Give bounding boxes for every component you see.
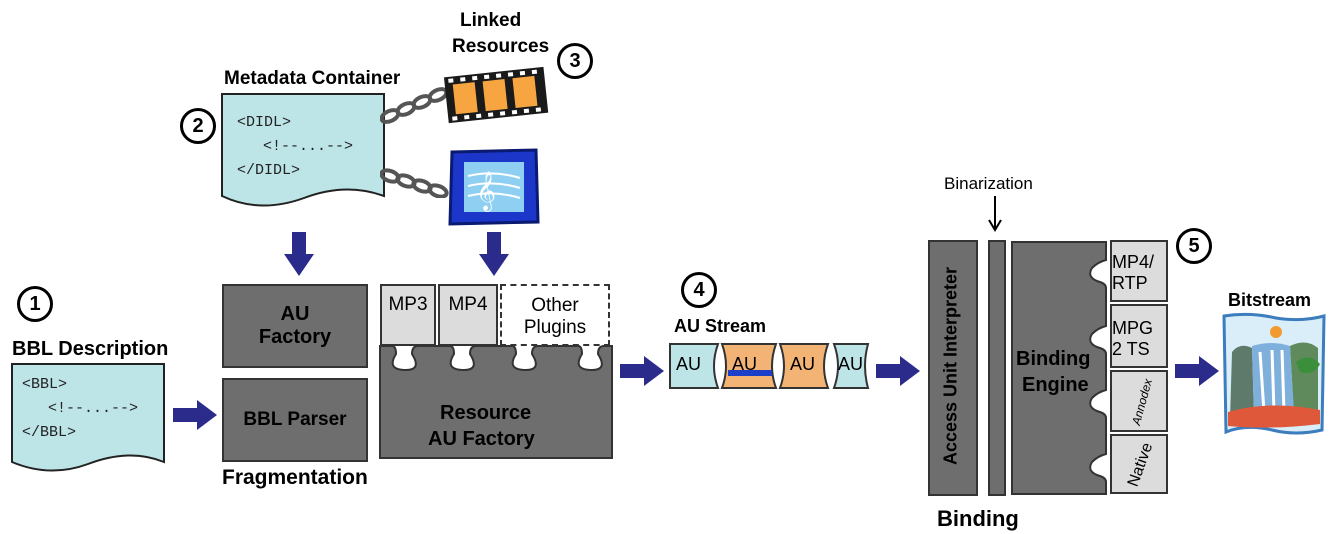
au-stream-units — [669, 343, 870, 389]
binding-plugin-annodex — [1110, 370, 1168, 432]
film-strip-icon — [443, 66, 549, 124]
resource-au-factory-label-line-1: Resource — [440, 402, 532, 424]
metadata-container-title: Metadata Container — [224, 68, 401, 89]
au-unit-2-label: AU — [732, 354, 758, 374]
plugin-other: Other Plugins — [500, 284, 610, 346]
binarization-bar — [988, 240, 1006, 496]
plugin-mp4: MP4 — [438, 284, 498, 346]
step-1-badge: 1 — [17, 286, 53, 322]
binding-plugin-mpg2ts: MPG 2 TS — [1110, 304, 1168, 368]
step-5-badge: 5 — [1176, 228, 1212, 264]
didl-code-line-3: </DIDL> — [237, 162, 301, 179]
au-unit-1-label: AU — [676, 354, 702, 374]
bbl-description-title: BBL Description — [12, 338, 169, 360]
down-arrow-icon — [479, 232, 509, 276]
access-unit-interpreter-box — [928, 240, 978, 496]
binarization-pointer-icon — [988, 196, 1002, 232]
down-arrow-icon — [284, 232, 314, 276]
right-arrow-icon — [173, 400, 217, 430]
plugin-mp3: MP3 — [380, 284, 436, 346]
binding-plugin-mpg2ts-label-line-2: 2 TS — [1112, 339, 1150, 359]
music-score-icon: 𝄞 — [448, 148, 540, 226]
bbl-parser-label: BBL Parser — [243, 409, 347, 430]
binding-label: Binding — [937, 506, 1019, 531]
fragmentation-label: Fragmentation — [222, 466, 368, 489]
waterfall-picture-icon — [1222, 312, 1326, 435]
bbl-code-line-2: <!--...--> — [30, 400, 139, 417]
binding-engine-shape — [1011, 241, 1107, 495]
binding-plugin-mp4-rtp-label-line-2: RTP — [1112, 273, 1148, 293]
binding-plugin-mpg2ts-label-line-1: MPG — [1112, 318, 1154, 338]
au-stream-title: AU Stream — [674, 316, 767, 336]
binding-plugin-mp4-rtp: MP4/ RTP — [1110, 240, 1168, 302]
plugin-mp4-label: MP4 — [448, 294, 488, 315]
au-unit-3-label: AU — [790, 354, 816, 374]
linked-resources-title-line-2: Resources — [452, 36, 550, 57]
binding-plugin-native — [1110, 434, 1168, 494]
plugin-other-label-line-2: Plugins — [523, 317, 587, 338]
bbl-description-document — [11, 363, 165, 472]
metadata-container-document — [221, 93, 385, 207]
binding-engine-label-line-1: Binding — [1016, 348, 1091, 370]
step-3-badge: 3 — [557, 43, 593, 79]
binding-plugin-mp4-rtp-label-line-1: MP4/ — [1112, 252, 1155, 272]
bitstream-title: Bitstream — [1228, 290, 1312, 310]
binarization-label: Binarization — [944, 174, 1033, 193]
au-unit-4-label: AU — [838, 354, 864, 374]
au-factory-box: AU Factory — [222, 284, 368, 368]
resource-au-factory-shape — [379, 345, 613, 459]
linked-resources-title-line-1: Linked — [460, 10, 522, 31]
bbl-parser-box: BBL Parser — [222, 378, 368, 462]
resource-au-factory-label-line-2: AU Factory — [428, 428, 535, 450]
au-factory-label-line-2: Factory — [258, 326, 332, 348]
svg-text:𝄞: 𝄞 — [476, 171, 496, 212]
right-arrow-icon — [876, 356, 920, 386]
plugin-other-label-line-1: Other — [531, 295, 579, 316]
bbl-code-line-3: </BBL> — [22, 424, 77, 441]
au-factory-label-line-1: AU — [280, 303, 310, 325]
right-arrow-icon — [1175, 356, 1219, 386]
step-4-badge: 4 — [681, 272, 717, 308]
bbl-code-line-1: <BBL> — [22, 376, 68, 393]
binding-engine-label-line-2: Engine — [1022, 374, 1089, 396]
step-2-badge: 2 — [180, 108, 216, 144]
didl-code-line-1: <DIDL> — [237, 114, 292, 131]
didl-code-line-2: <!--...--> — [245, 138, 354, 155]
plugin-mp3-label: MP3 — [388, 294, 428, 315]
access-unit-interpreter-label: Access Unit Interpreter — [940, 266, 961, 466]
right-arrow-icon — [620, 356, 664, 386]
chain-link-icon — [380, 168, 449, 198]
